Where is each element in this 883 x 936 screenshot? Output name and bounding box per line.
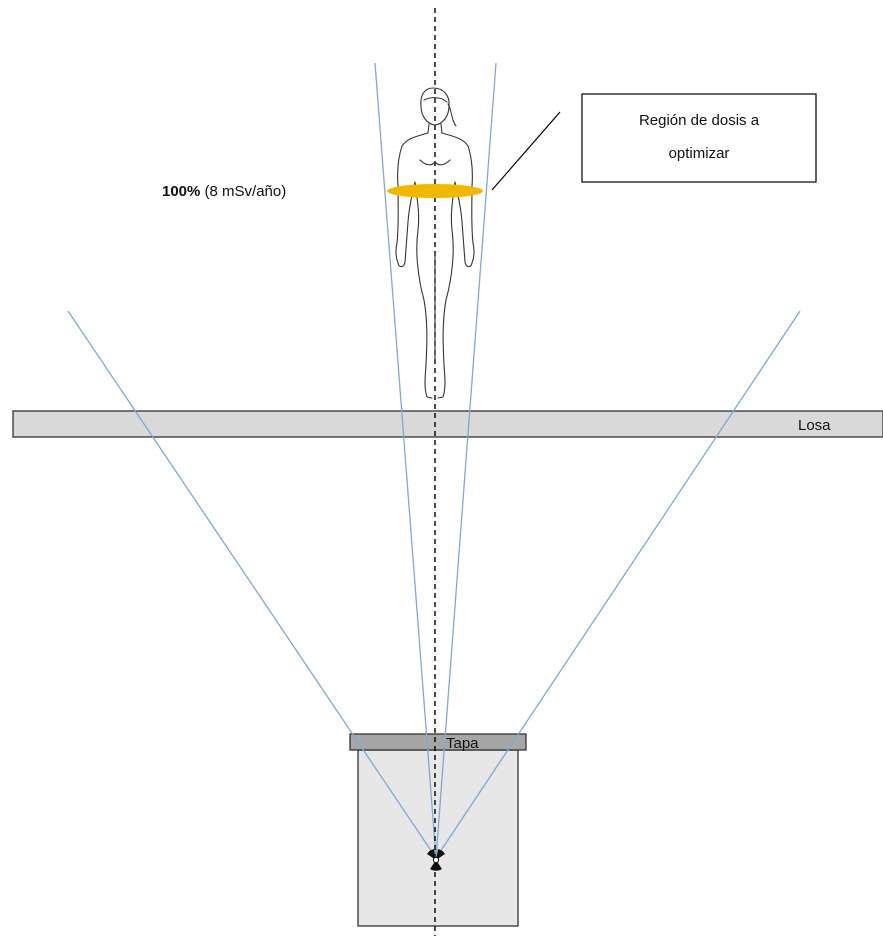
slab-label: Losa: [798, 417, 831, 434]
beam-wide-left: [67, 310, 437, 859]
lid: [349, 733, 527, 751]
callout-box: [581, 93, 817, 183]
callout-text-line1: Región de dosis a: [639, 112, 760, 129]
dose-value: (8 mSv/año): [200, 183, 286, 200]
dose-region-marker: [387, 184, 483, 198]
beam-wide-right: [435, 310, 801, 859]
slab: [12, 410, 883, 438]
lid-label: Tapa: [446, 735, 479, 752]
beam-narrow-left: [374, 62, 437, 859]
beam-narrow-right: [435, 62, 497, 859]
callout-leader-line: [491, 111, 561, 191]
callout-text-line2: optimizar: [669, 145, 730, 162]
radiation-source-icon: [427, 849, 445, 871]
beam-lines: [67, 62, 801, 859]
dose-percent: 100%: [162, 183, 200, 200]
dose-label: 100% (8 mSv/año): [162, 183, 286, 200]
